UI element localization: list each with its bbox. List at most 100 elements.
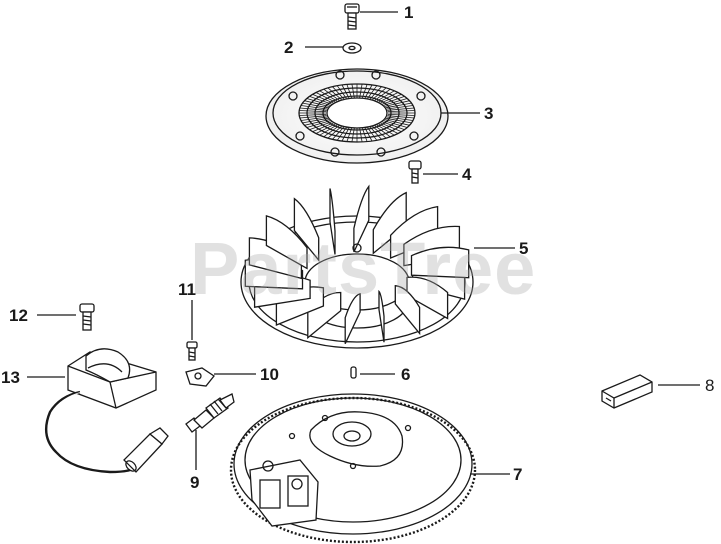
grille-spoke	[383, 98, 408, 106]
grille-spoke	[372, 126, 387, 139]
grille-spoke	[341, 127, 350, 142]
screen-grille-part-3	[265, 68, 449, 164]
grille-spoke	[323, 88, 340, 101]
connector-part-8	[601, 374, 653, 409]
callout-4: 4	[462, 165, 472, 184]
grille-spoke	[299, 115, 327, 119]
clip-part-10	[185, 367, 215, 387]
callout-13: 13	[1, 368, 20, 387]
key-part-6	[350, 366, 357, 379]
leader-lines	[27, 11, 700, 475]
screw-part-4	[408, 160, 422, 184]
grille-spoke	[336, 127, 347, 141]
grille-spoke	[380, 122, 402, 132]
grille-spoke	[386, 117, 412, 124]
grille-spoke	[382, 121, 405, 130]
grille-spoke	[369, 126, 382, 140]
grille-spoke	[367, 85, 378, 99]
grille-spoke	[319, 90, 338, 102]
callout-8: 8	[705, 376, 715, 395]
grille-spoke	[332, 86, 345, 100]
grille-spoke	[387, 107, 415, 111]
callout-11: 11	[178, 280, 196, 299]
grille-spoke	[304, 119, 329, 126]
fan-blade	[410, 246, 470, 279]
grille-spoke	[306, 120, 331, 128]
grille-spoke	[300, 105, 328, 110]
grille-spoke	[300, 116, 328, 121]
screw-part-12	[79, 303, 95, 331]
grille-spoke	[312, 122, 334, 132]
fan-blade	[329, 188, 336, 255]
grille-spoke	[351, 84, 355, 98]
washer-part-2	[342, 42, 362, 54]
fan-blade	[344, 292, 361, 344]
fan-blade	[353, 184, 370, 253]
fan-blade	[394, 284, 421, 336]
callout-3: 3	[484, 104, 494, 123]
grille-spoke	[385, 100, 410, 107]
ignition-coil-part-13	[44, 348, 169, 474]
grille-spoke	[362, 128, 368, 142]
grille-spoke	[374, 88, 391, 101]
grille-spoke	[387, 110, 415, 112]
grille-spoke	[327, 87, 342, 100]
grille-spoke	[299, 110, 327, 112]
grille-spoke	[332, 126, 345, 140]
grille-spoke	[309, 96, 332, 105]
grille-spoke	[315, 92, 336, 103]
grille-spoke	[378, 92, 399, 103]
grille-spoke	[376, 124, 395, 136]
grille-spoke	[382, 96, 405, 105]
grille-spoke	[359, 128, 363, 142]
grille-spoke	[367, 127, 378, 141]
grille-spoke	[369, 86, 382, 100]
fan-blade	[265, 215, 308, 270]
grille-spoke	[359, 84, 363, 98]
grille-spoke	[387, 114, 415, 116]
grille-spoke	[387, 115, 415, 119]
callout-2: 2	[284, 38, 294, 57]
grille-spoke	[327, 126, 342, 139]
callout-12: 12	[9, 306, 28, 325]
grille-spoke	[364, 127, 373, 142]
grille-spoke	[299, 107, 327, 111]
fan-blade	[293, 197, 320, 262]
grille-spoke	[383, 120, 408, 128]
grille-spoke	[362, 84, 368, 98]
screw-part-11	[186, 341, 198, 361]
grille-spoke	[312, 94, 334, 104]
grille-spoke	[374, 125, 391, 138]
grille-spoke	[351, 128, 355, 142]
grille-spoke	[309, 121, 332, 130]
grille-spoke	[341, 84, 350, 99]
grille-spoke	[372, 87, 387, 100]
screw-part-1	[344, 3, 360, 30]
fan-blade	[406, 276, 449, 320]
grille-spoke	[306, 98, 331, 106]
callout-6: 6	[401, 365, 411, 384]
fan-blade	[372, 191, 407, 255]
grille-spoke	[386, 105, 414, 110]
grille-spoke	[346, 128, 352, 142]
grille-spoke	[376, 90, 395, 102]
grille-spoke	[323, 125, 340, 138]
grille-spoke	[304, 100, 329, 107]
grille-spoke	[385, 119, 410, 126]
callout-1: 1	[404, 3, 414, 22]
grille-spoke	[386, 102, 412, 109]
callout-5: 5	[519, 239, 529, 258]
callout-7: 7	[513, 465, 523, 484]
spark-plug-boot	[123, 427, 169, 473]
callout-9: 9	[190, 473, 200, 492]
fan-part-5	[240, 184, 474, 349]
grille-spoke	[380, 94, 402, 104]
grille-spoke	[386, 116, 414, 121]
spark-plug-part-9	[185, 393, 235, 433]
grille-spoke	[315, 123, 336, 134]
grille-spoke	[299, 114, 327, 116]
grille-spoke	[302, 102, 328, 109]
grille-spoke	[319, 124, 338, 136]
